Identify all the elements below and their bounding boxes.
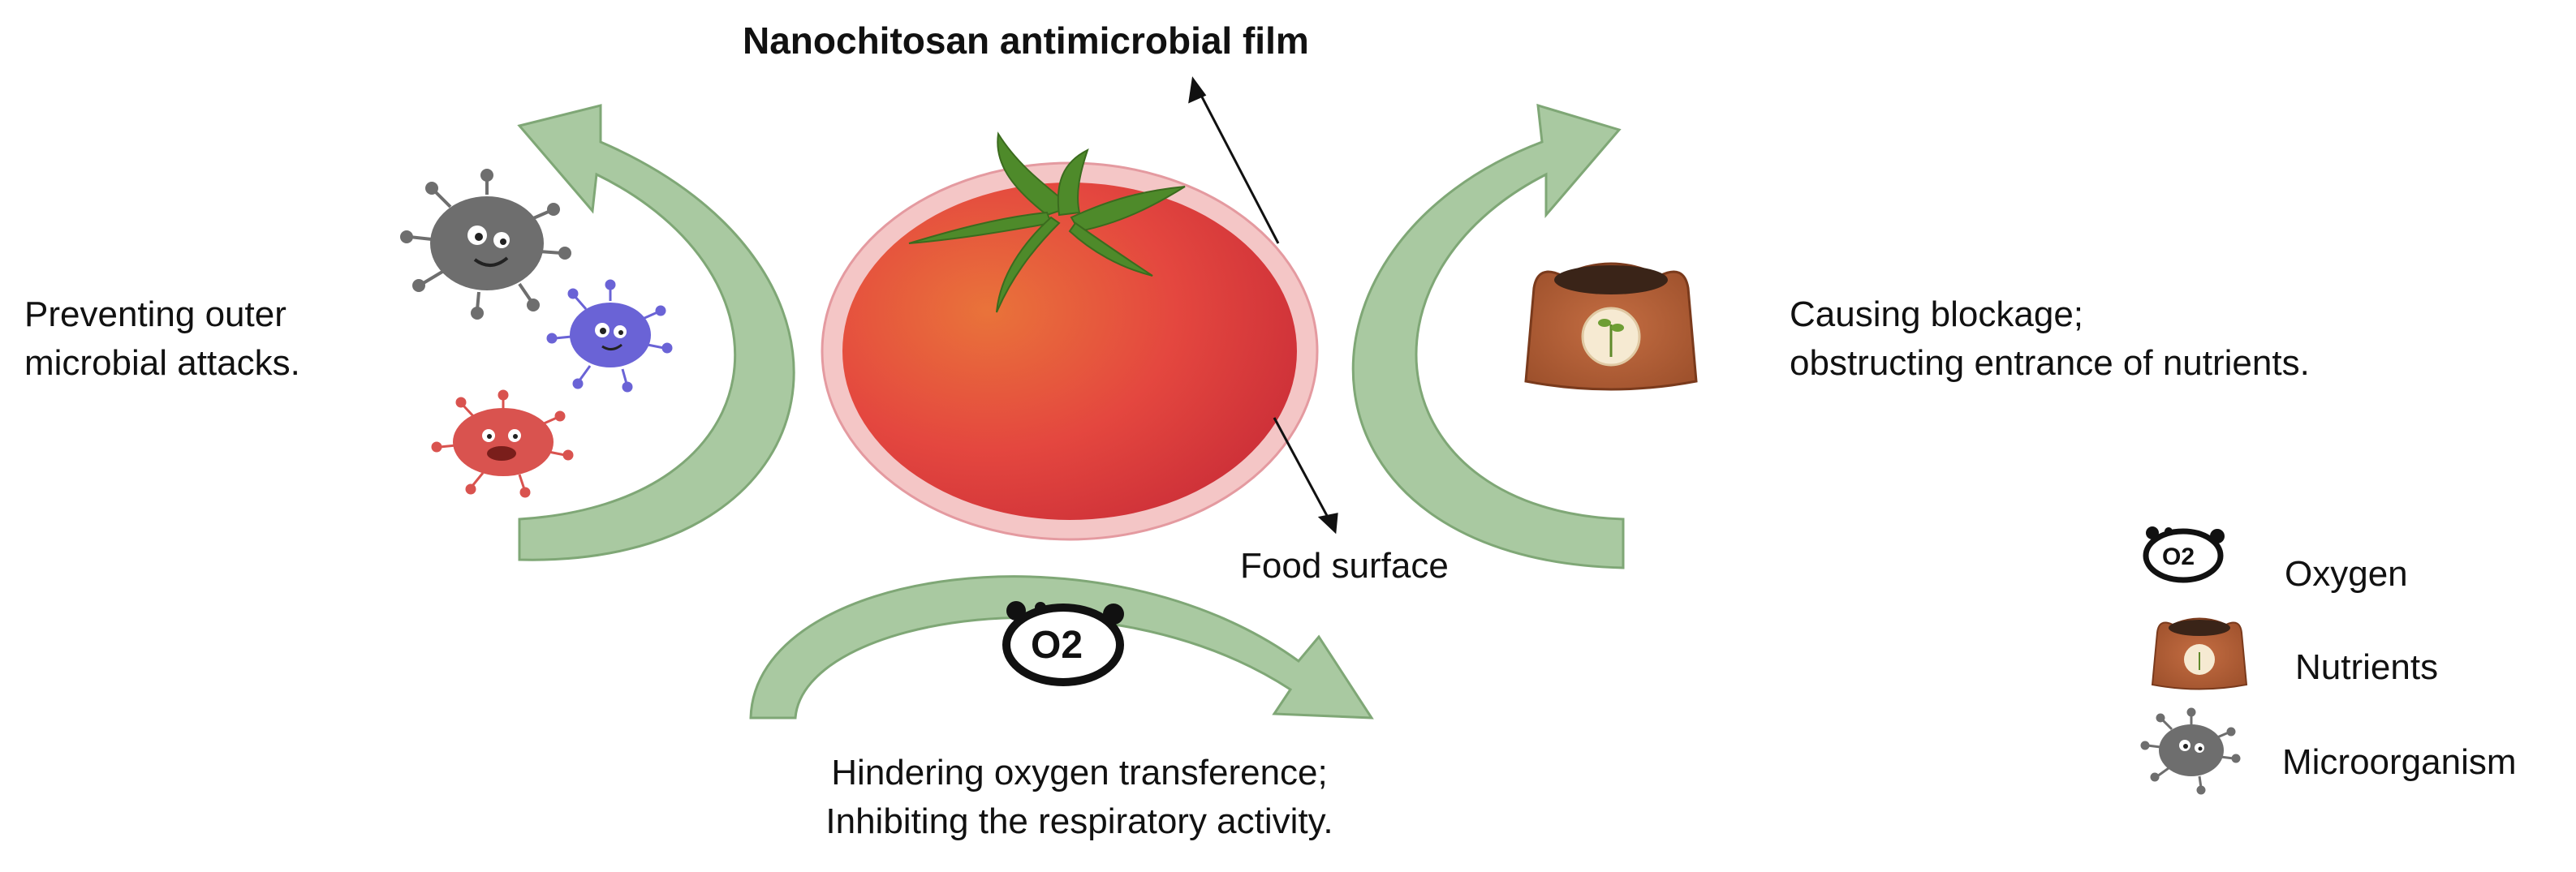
- legend-nutrients-icon: [2151, 617, 2248, 690]
- food-surface-label: Food surface: [1240, 546, 1449, 586]
- left-curved-arrow: [517, 104, 795, 561]
- legend-nutrients-label: Nutrients: [2295, 647, 2439, 687]
- tomato-with-film: [821, 131, 1319, 541]
- legend-oxygen-icon-text: O2: [2162, 543, 2195, 570]
- left-mechanism-line2: microbial attacks.: [24, 343, 300, 383]
- microbe-gray: [400, 169, 571, 320]
- microbe-red: [431, 389, 574, 498]
- oxygen-symbol: O2: [1002, 601, 1124, 686]
- diagram-title: Nanochitosan antimicrobial film: [743, 19, 1309, 62]
- bottom-mechanism-line2: Inhibiting the respiratory activity.: [825, 801, 1333, 841]
- film-pointer-arrow: [1188, 76, 1280, 244]
- legend-oxygen-label: Oxygen: [2285, 554, 2408, 594]
- tomato-body: [842, 183, 1297, 520]
- surface-pointer-arrow: [1273, 417, 1338, 535]
- right-curved-arrow: [1351, 103, 1625, 569]
- oxygen-symbol-text: O2: [1031, 624, 1083, 667]
- tomato-stem: [908, 131, 1186, 313]
- bottom-curved-arrow: [749, 575, 1374, 720]
- legend-microorganism-label: Microorganism: [2282, 742, 2517, 782]
- nutrient-sack: [1524, 262, 1698, 391]
- legend-microorganism-icon: [2140, 707, 2241, 795]
- legend-oxygen-icon: O2: [2143, 526, 2225, 583]
- right-mechanism-line1: Causing blockage;: [1790, 294, 2084, 334]
- bottom-mechanism-line1: Hindering oxygen transference;: [831, 753, 1328, 793]
- microbe-blue: [546, 279, 673, 393]
- right-mechanism-line2: obstructing entrance of nutrients.: [1790, 343, 2310, 383]
- left-mechanism-line1: Preventing outer: [24, 294, 286, 334]
